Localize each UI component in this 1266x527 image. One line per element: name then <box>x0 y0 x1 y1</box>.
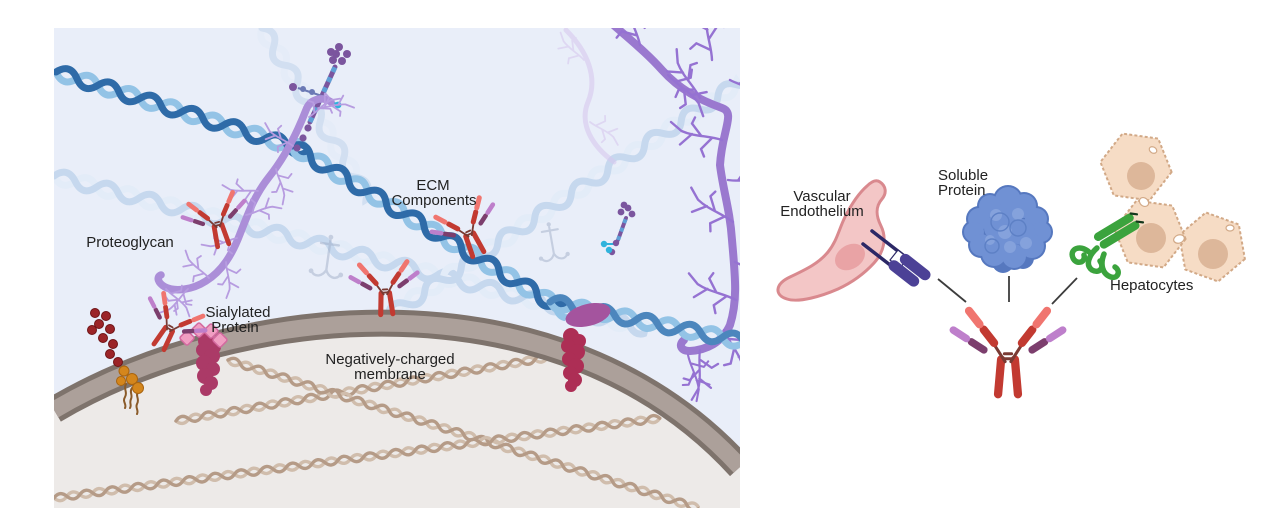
bile-canaliculus-icon <box>1138 146 1235 244</box>
soluble-protein-label-line2: Protein <box>938 182 986 199</box>
endothelium-nucleus <box>835 243 865 271</box>
hepatocyte-nucleus <box>1136 223 1166 253</box>
ecm-components-label-line2: Components <box>391 192 476 209</box>
vascular-endothelium-label-line2: Endothelium <box>780 203 863 220</box>
proteoglycan-strand-faint-icon <box>548 28 627 165</box>
sialylated-protein-label-line2: Protein <box>211 319 259 336</box>
soluble-protein-icon <box>962 185 1053 273</box>
ecm-components-label-line1: ECM <box>416 177 449 194</box>
proteoglycan-strand-icon <box>154 82 356 325</box>
hepatocytes-label: Hepatocytes <box>1110 277 1193 294</box>
membrane-label-line2: membrane <box>354 366 426 383</box>
membrane-protein-icon <box>561 328 586 392</box>
membrane-label-line1: Negatively-charged <box>325 351 454 368</box>
hepatocyte-nucleus <box>1127 162 1155 190</box>
bound-protein-icon <box>565 302 611 328</box>
sialylated-protein-label-line1: Sialylated <box>205 304 270 321</box>
sialic-acid-icon <box>179 322 228 348</box>
proteoglycan-strand-bold-icon <box>599 28 740 405</box>
vascular-endothelium-label-line1: Vascular <box>793 188 850 205</box>
connector-line <box>1051 277 1078 305</box>
binding-targets-panel: Vascular Endothelium Soluble Protein Hep… <box>776 132 1246 401</box>
vascular-endothelium-icon <box>776 179 887 302</box>
soluble-protein-label-line1: Soluble <box>938 167 988 184</box>
connector-lines <box>937 276 1078 305</box>
glycolipid-icon <box>87 308 144 415</box>
fc-receptor-icon <box>861 229 931 287</box>
connector-line <box>937 278 967 303</box>
igg-antibody-icon <box>946 303 1070 401</box>
ecm-environment-panel: Proteoglycan ECM Components Sialylated P… <box>54 28 740 508</box>
glycan-chain-icon <box>600 201 636 256</box>
proteoglycan-label: Proteoglycan <box>86 234 174 251</box>
sialylated-protein-icon <box>179 322 228 396</box>
hepatocytes-cluster <box>1099 132 1246 283</box>
hepatocyte-nucleus <box>1198 239 1228 269</box>
asgpr-receptor-icon <box>1069 212 1145 281</box>
